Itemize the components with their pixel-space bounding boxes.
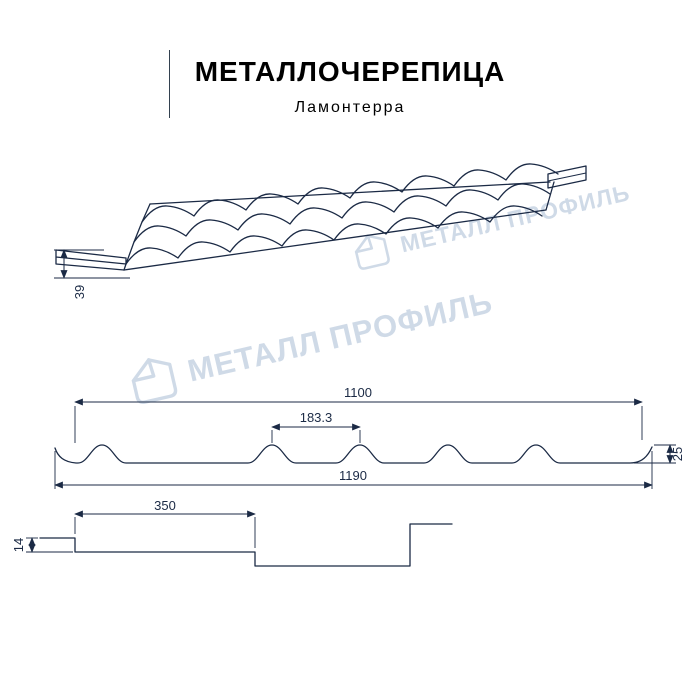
perspective-drawing: 39 xyxy=(54,163,587,299)
dimension-label-1100: 1100 xyxy=(344,385,372,400)
ridge-end-cap-line xyxy=(547,172,587,182)
tile-profile-line xyxy=(54,444,653,464)
dimension-label-350: 350 xyxy=(154,498,176,513)
tile-row-middle xyxy=(133,183,551,243)
title-divider xyxy=(169,50,170,118)
page-subtitle: Ламонтерра xyxy=(294,99,406,116)
ridge-end-cap xyxy=(547,165,587,189)
tile-row-bottom xyxy=(125,205,543,265)
sheet-right-edge xyxy=(545,181,555,211)
sheet-top-edge xyxy=(149,181,551,205)
sheet-bottom-edge xyxy=(123,209,547,271)
dimension-label-39: 39 xyxy=(72,285,87,299)
sheet-left-edge xyxy=(123,203,151,271)
dimension-label-14: 14 xyxy=(14,538,26,552)
step-drawing: 350 14 xyxy=(14,498,453,567)
profile-drawing: 1100 183.3 25 1190 xyxy=(54,385,685,489)
header: МЕТАЛЛОЧЕРЕПИЦА Ламонтерра xyxy=(0,56,700,117)
eave-strip xyxy=(55,249,127,271)
dimension-label-25: 25 xyxy=(670,447,685,461)
step-profile-line xyxy=(39,523,453,567)
page-title: МЕТАЛЛОЧЕРЕПИЦА xyxy=(194,56,506,87)
dimension-label-183: 183.3 xyxy=(300,410,333,425)
dimension-label-1190: 1190 xyxy=(339,468,367,483)
